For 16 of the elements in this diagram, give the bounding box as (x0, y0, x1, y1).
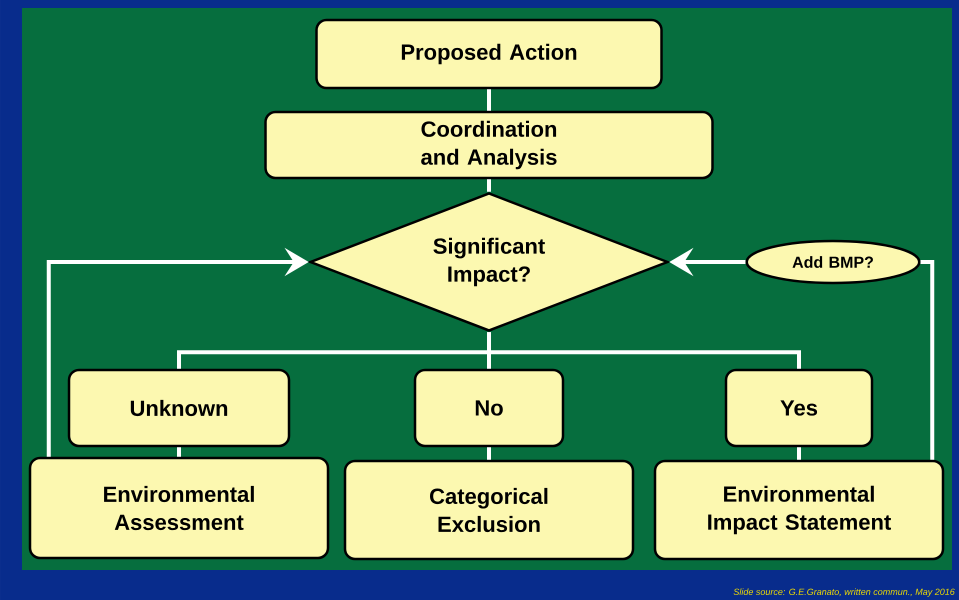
process-box: Categorical Exclusion (344, 460, 634, 560)
process-box: Environmental Assessment (28, 456, 330, 560)
process-box: Proposed Action (315, 18, 663, 90)
process-box: Environmental Impact Statement (654, 460, 944, 560)
connector-line (177, 447, 181, 457)
process-box: Unknown (68, 368, 290, 448)
process-box: Coordination and Analysis (264, 110, 714, 180)
connector-line (487, 89, 491, 111)
connector-line (487, 447, 491, 460)
connector-line (487, 332, 801, 369)
connector-line (487, 179, 491, 192)
source-note: Slide source: G.E.Granato, written commun., May 2016 (734, 588, 955, 597)
connector-line (797, 447, 801, 460)
process-box: Yes (724, 368, 874, 448)
process-box: No (414, 368, 564, 448)
connector-line (920, 260, 934, 460)
